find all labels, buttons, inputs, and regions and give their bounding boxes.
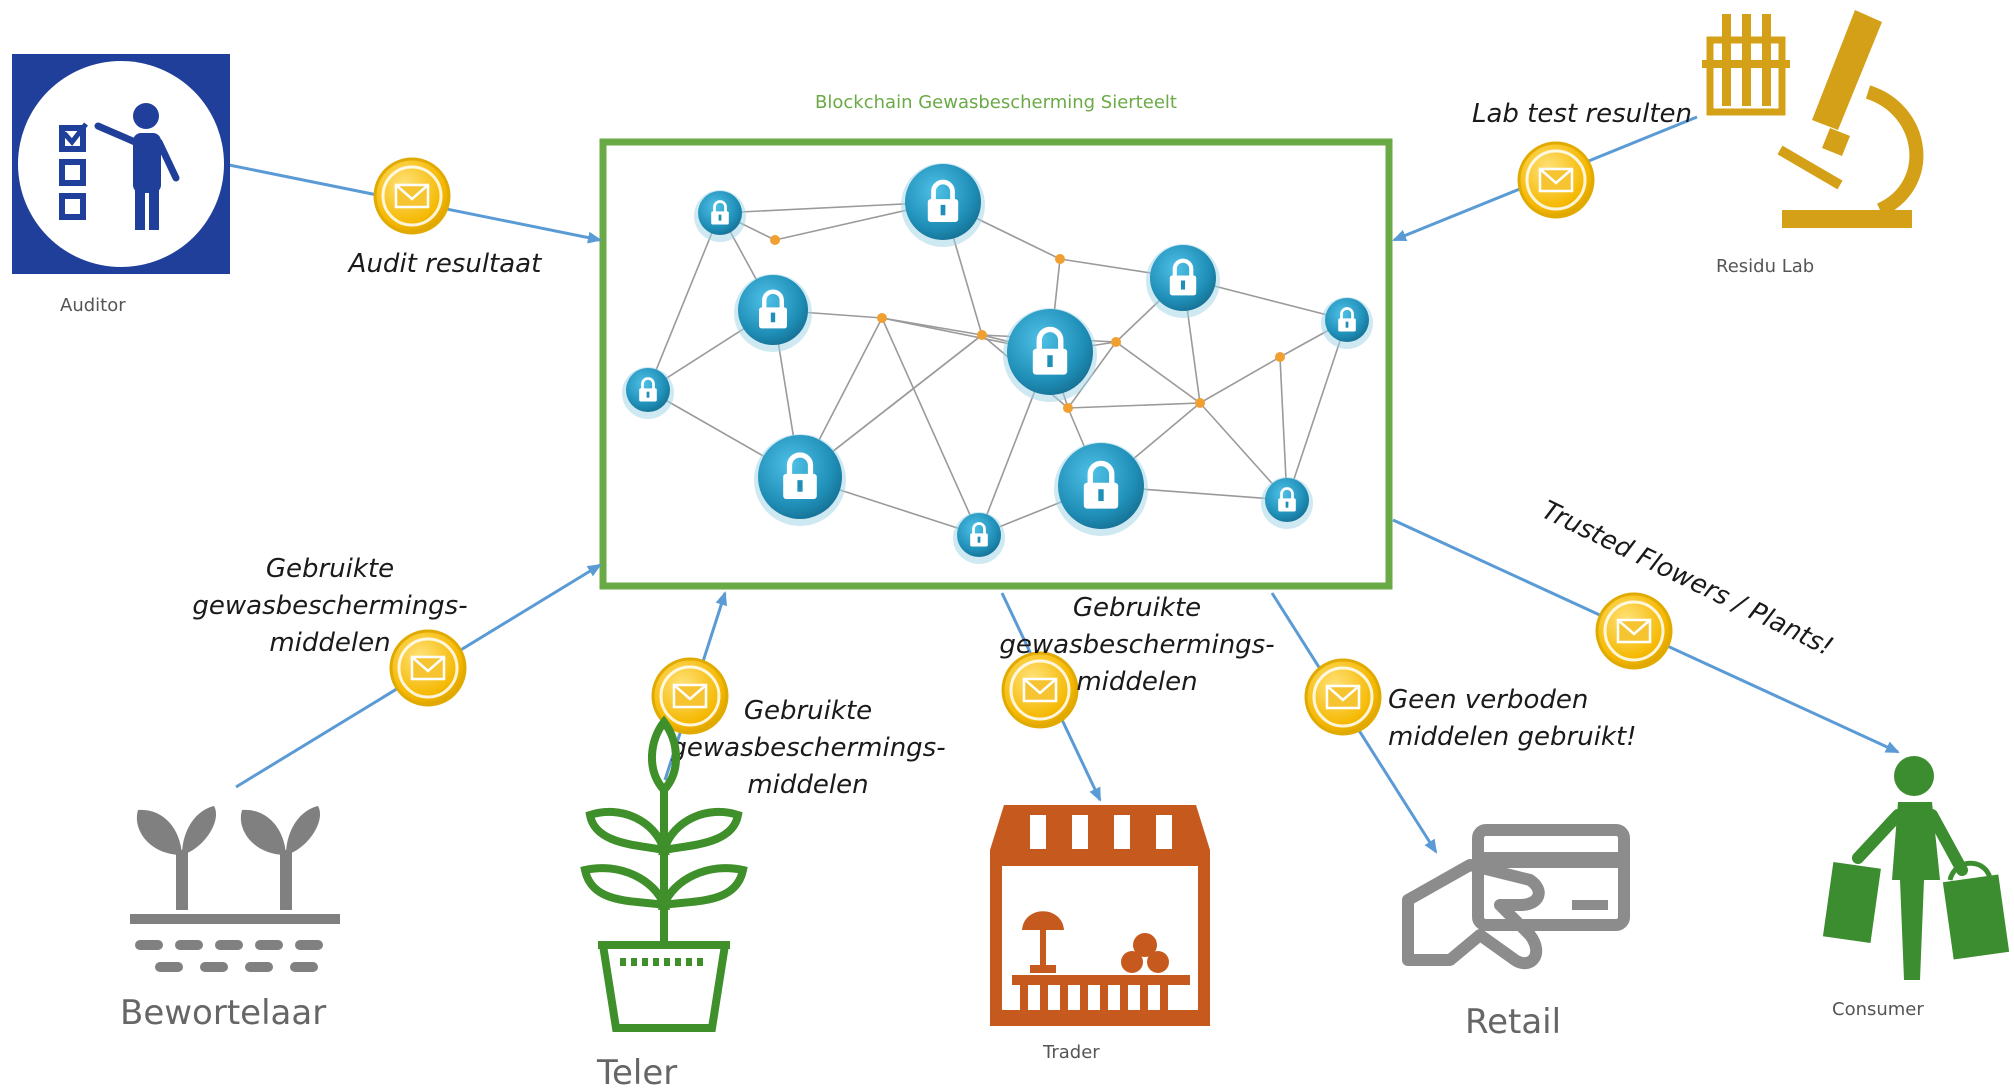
padlock-icon — [1146, 244, 1220, 318]
padlock-icon — [953, 512, 1005, 564]
envelope-icon — [389, 629, 467, 707]
envelope-icon — [1304, 658, 1382, 736]
message-line: middelen — [1076, 667, 1197, 697]
envelope-icon — [373, 157, 451, 235]
message-line: Gebruikte — [1073, 593, 1201, 623]
padlock-icon — [734, 274, 812, 352]
message-line: Gebruikte — [744, 696, 872, 726]
network-junction — [1063, 403, 1073, 413]
network-edge — [1286, 319, 1348, 501]
message-retail: Geen verboden middelen gebruikt! — [1388, 685, 1637, 752]
network-junction — [770, 235, 780, 245]
message-bewortelaar: Gebruikte gewasbeschermings- middelen — [192, 554, 467, 658]
padlock-icon — [1054, 442, 1148, 536]
padlock-icon — [754, 434, 846, 526]
network-edge — [1067, 402, 1201, 409]
actor-label-trader: Trader — [1042, 1042, 1100, 1063]
message-line: middelen gebruikt! — [1388, 722, 1637, 752]
message-line: Gebruikte — [266, 554, 394, 584]
microscope-test-tubes-icon — [1702, 10, 1924, 228]
network-edge — [1115, 341, 1201, 404]
network-junction — [1055, 254, 1065, 264]
message-line: gewasbeschermings- — [999, 630, 1274, 660]
message-line: gewasbeschermings- — [670, 733, 945, 763]
actor-label-consumer: Consumer — [1832, 999, 1924, 1020]
envelope-icon — [1517, 141, 1595, 219]
market-stall-icon — [990, 805, 1210, 1026]
diagram-title: Blockchain Gewasbescherming Sierteelt — [815, 92, 1177, 113]
seedlings-icon — [130, 806, 340, 972]
shopper-icon — [1822, 756, 2010, 980]
actor-label-bewortelaar: Bewortelaar — [120, 993, 326, 1033]
network-junction — [1275, 352, 1285, 362]
actor-label-retail: Retail — [1465, 1002, 1561, 1042]
padlock-icon — [694, 190, 746, 242]
actor-label-lab: Residu Lab — [1716, 256, 1814, 277]
envelope-icon — [1001, 651, 1079, 729]
blockchain-network — [622, 163, 1373, 564]
envelope-icon — [1595, 592, 1673, 670]
potted-plant-icon — [580, 715, 748, 1032]
auditor-checklist-icon — [12, 54, 230, 274]
message-trader: Gebruikte gewasbeschermings- middelen — [999, 593, 1274, 697]
actor-label-teler: Teler — [596, 1053, 677, 1091]
network-junction — [977, 330, 987, 340]
actor-label-auditor: Auditor — [60, 295, 126, 316]
message-line: middelen — [269, 628, 390, 658]
message-teler: Gebruikte gewasbeschermings- middelen — [670, 696, 945, 800]
padlock-icon — [1321, 297, 1373, 349]
network-edge — [647, 212, 721, 391]
message-consumer: Trusted Flowers / Plants! — [1537, 495, 1838, 662]
padlock-icon — [1003, 308, 1097, 402]
message-lab: Lab test resulten — [1472, 99, 1692, 129]
card-payment-icon — [1402, 824, 1630, 970]
padlock-icon — [1261, 477, 1313, 529]
message-line: middelen — [747, 770, 868, 800]
network-edge — [1279, 356, 1288, 501]
message-audit: Audit resultaat — [347, 249, 542, 279]
padlock-icon — [622, 367, 674, 419]
network-edge — [881, 317, 980, 536]
network-edge — [1199, 356, 1281, 404]
message-line: gewasbeschermings- — [192, 591, 467, 621]
message-line: Geen verboden — [1388, 685, 1588, 715]
padlock-icon — [901, 163, 985, 247]
network-junction — [1111, 337, 1121, 347]
network-junction — [1195, 398, 1205, 408]
network-junction — [877, 313, 887, 323]
